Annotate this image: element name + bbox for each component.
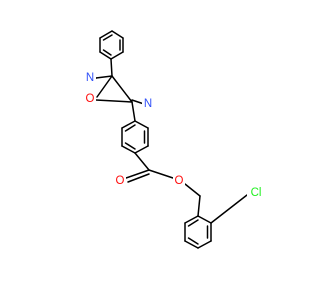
bonds [90,30,248,249]
oxadiazole-bond-c5-n [95,75,113,79]
phenyl-bond-4 [110,51,124,60]
benzoate-inner-2 [124,142,136,150]
chlorophenyl-bond-1 [197,215,212,224]
carbonyl-oxygen-label: O [116,175,125,187]
chlorophenyl-bond-3 [197,240,212,249]
chlorophenyl-inner-3 [187,219,199,227]
ester-oxygen-to-ch2-bond [184,183,201,197]
chlorophenyl-to-chlorine-bond [210,194,248,224]
phenyl-inner-1 [102,34,113,41]
phenyl-to-oxadiazole-bond [110,58,113,77]
chlorophenyl-bond-6 [184,215,199,224]
phenyl-bond-1 [99,30,113,39]
chlorophenyl-bond-4 [184,240,199,249]
benzoate-inner-3 [124,124,136,132]
benzoate-bond-4 [121,145,136,154]
ch2-to-chlorophenyl-bond [197,195,201,217]
phenyl-bond-5 [99,51,112,60]
oxadiazole-bond-o-c2 [95,99,133,103]
atom-labels: O N N O O Cl [84,71,265,200]
oxadiazole-nitrogen-label-2: N [144,98,152,110]
benzoate-bond-6 [121,120,136,129]
phenyl-bond-2 [111,30,124,39]
chlorine-label: Cl [251,187,262,199]
carbonyl-double-bond-a [125,169,150,179]
oxadiazole-bond-c2-n [111,75,133,103]
oxadiazole-oxygen-label: O [86,93,95,105]
benzoate-bond-1 [134,120,149,129]
molecule-structure-diagram: O N N O O Cl [84,30,265,249]
carbonyl-double-bond-b [127,173,150,183]
oxadiazole-nitrogen-label-1: N [86,72,94,84]
benzoate-bond-3 [134,145,149,154]
benzoate-to-carbonyl-bond [134,152,150,171]
chlorophenyl-inner-2 [187,237,199,245]
ester-oxygen-label: O [175,175,184,187]
oxadiazole-to-benzoate-bond [131,101,136,122]
carbonyl-to-ester-oxygen-bond [148,169,174,179]
oxadiazole-bond-c5-o [96,75,113,98]
phenyl-inner-3 [102,49,112,56]
